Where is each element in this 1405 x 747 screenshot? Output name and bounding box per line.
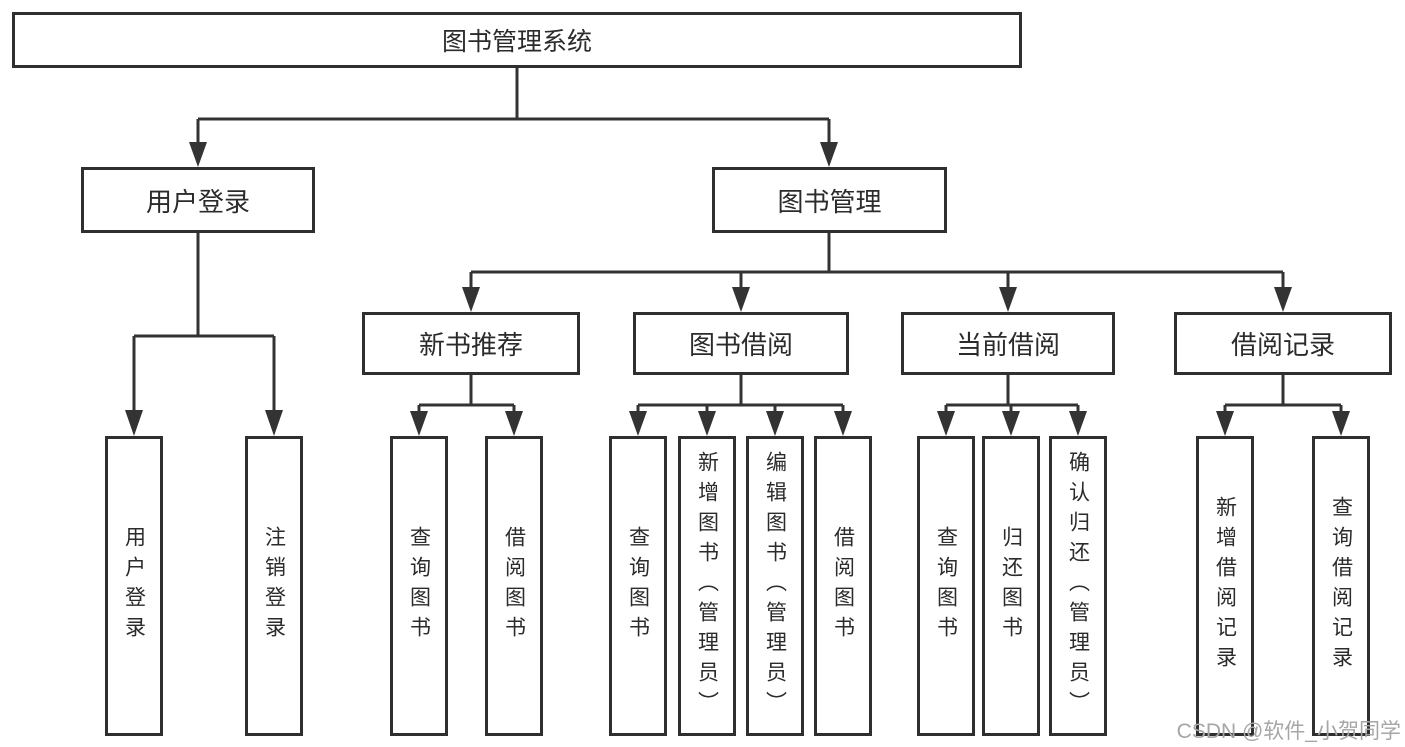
leaf-user-login-label: 用户登录 <box>122 526 146 646</box>
node-current-borrow: 当前借阅 <box>901 312 1115 375</box>
leaf-query-borrow-record-label: 查询借阅记录 <box>1329 496 1353 676</box>
connector-user-login-children <box>125 233 283 436</box>
node-new-book-recommend-label: 新书推荐 <box>418 330 523 360</box>
leaf-borrow-books-recommend: 借阅图书 <box>485 436 543 736</box>
leaf-user-login: 用户登录 <box>105 436 163 736</box>
leaf-add-borrow-record-label: 新增借阅记录 <box>1213 496 1237 676</box>
leaf-logout: 注销登录 <box>245 436 303 736</box>
leaf-query-borrow-record: 查询借阅记录 <box>1312 436 1370 736</box>
connector-root-to-level2 <box>189 68 838 167</box>
leaf-add-book-admin: 新增图书（管理员） <box>678 436 736 736</box>
node-borrow-records: 借阅记录 <box>1174 312 1392 375</box>
node-root-label: 图书管理系统 <box>441 28 592 56</box>
leaf-add-book-admin-label: 新增图书（管理员） <box>695 451 719 721</box>
node-current-borrow-label: 当前借阅 <box>955 330 1060 360</box>
connector-new-book-children <box>410 375 523 436</box>
node-book-mgmt: 图书管理 <box>712 167 947 233</box>
leaf-confirm-return-admin: 确认归还（管理员） <box>1049 436 1107 736</box>
leaf-confirm-return-admin-label: 确认归还（管理员） <box>1066 451 1090 721</box>
leaf-logout-label: 注销登录 <box>262 526 286 646</box>
node-user-login: 用户登录 <box>81 167 315 233</box>
leaf-add-borrow-record: 新增借阅记录 <box>1196 436 1254 736</box>
leaf-borrow-books: 借阅图书 <box>814 436 872 736</box>
leaf-borrow-books-label: 借阅图书 <box>831 526 855 646</box>
leaf-query-books-recommend: 查询图书 <box>390 436 448 736</box>
node-new-book-recommend: 新书推荐 <box>362 312 580 375</box>
node-user-login-label: 用户登录 <box>145 186 250 217</box>
leaf-edit-book-admin-label: 编辑图书（管理员） <box>763 451 787 721</box>
node-book-borrow: 图书借阅 <box>633 312 849 375</box>
connector-book-borrow-children <box>629 375 852 436</box>
node-book-mgmt-label: 图书管理 <box>777 186 882 217</box>
leaf-edit-book-admin: 编辑图书（管理员） <box>746 436 804 736</box>
connector-borrow-record-children <box>1216 375 1350 436</box>
connector-book-mgmt-sections <box>462 233 1292 312</box>
node-book-borrow-label: 图书借阅 <box>688 330 793 360</box>
leaf-query-books-current-label: 查询图书 <box>934 526 958 646</box>
leaf-query-books-borrow: 查询图书 <box>609 436 667 736</box>
leaf-query-books-recommend-label: 查询图书 <box>407 526 431 646</box>
watermark: CSDN @软件_小贺同学 <box>1176 720 1401 743</box>
node-borrow-records-label: 借阅记录 <box>1230 330 1335 360</box>
connector-current-borrow-children <box>937 375 1087 436</box>
leaf-query-books-current: 查询图书 <box>917 436 975 736</box>
leaf-return-book-label: 归还图书 <box>999 526 1023 646</box>
node-root: 图书管理系统 <box>12 12 1022 68</box>
leaf-query-books-borrow-label: 查询图书 <box>626 526 650 646</box>
leaf-return-book: 归还图书 <box>982 436 1040 736</box>
leaf-borrow-books-recommend-label: 借阅图书 <box>502 526 526 646</box>
